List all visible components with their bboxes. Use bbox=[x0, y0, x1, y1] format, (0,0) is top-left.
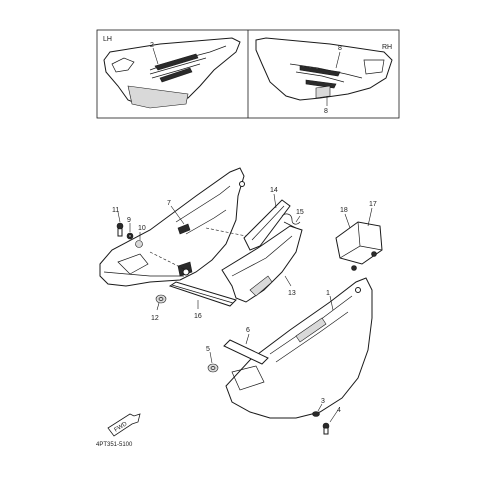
callout-9: 9 bbox=[127, 217, 131, 224]
inset-panel: LH RH 2 8 8 bbox=[96, 29, 400, 119]
callout-15: 15 bbox=[296, 209, 304, 216]
forward-arrow-icon: FWD bbox=[107, 413, 141, 437]
callout-4: 4 bbox=[337, 407, 341, 414]
part-17-bracket bbox=[335, 221, 383, 271]
callout-7: 7 bbox=[167, 200, 171, 207]
callout-16: 16 bbox=[194, 313, 202, 320]
part-10-grommet bbox=[135, 240, 143, 248]
inset-rh-label: RH bbox=[382, 44, 392, 51]
part-16-strip bbox=[168, 281, 237, 307]
part-13-panel bbox=[221, 225, 303, 303]
callout-18: 18 bbox=[340, 207, 348, 214]
callout-8-lower: 8 bbox=[324, 108, 328, 115]
lh-side-cover-illustration: 2 bbox=[103, 37, 241, 109]
rh-side-cover-illustration: 8 8 bbox=[255, 37, 393, 115]
part-4-bolt bbox=[322, 422, 330, 435]
part-5-grommet bbox=[207, 363, 219, 373]
callout-5: 5 bbox=[206, 346, 210, 353]
part-7-lh-side-cover bbox=[99, 167, 245, 287]
callout-14: 14 bbox=[270, 187, 278, 194]
callout-11: 11 bbox=[112, 207, 119, 214]
part-11-bolt bbox=[116, 222, 124, 237]
callout-13: 13 bbox=[288, 290, 296, 297]
part-3-washer bbox=[312, 411, 320, 417]
part-12-grommet bbox=[155, 294, 167, 304]
callout-1: 1 bbox=[326, 290, 330, 297]
callout-2: 2 bbox=[150, 42, 154, 49]
diagram-code: 4PT351-5100 bbox=[96, 442, 133, 448]
part-6-strip bbox=[223, 339, 269, 365]
callout-17: 17 bbox=[369, 201, 377, 208]
part-1-rh-side-cover bbox=[225, 277, 373, 419]
part-9-washer bbox=[126, 232, 134, 240]
callout-8-upper: 8 bbox=[338, 45, 342, 52]
callout-3: 3 bbox=[321, 398, 325, 405]
callout-6: 6 bbox=[246, 327, 250, 334]
inset-lh-label: LH bbox=[103, 36, 112, 43]
callout-10: 10 bbox=[138, 225, 146, 232]
callout-12: 12 bbox=[151, 315, 159, 322]
